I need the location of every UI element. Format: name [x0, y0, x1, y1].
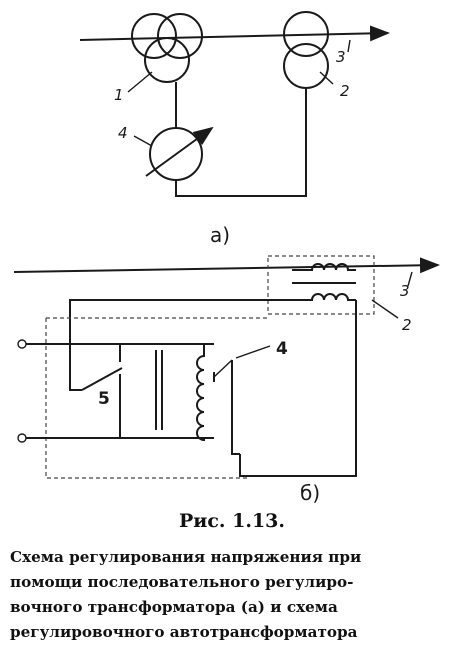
- main-line-b: [13, 257, 440, 274]
- label-3-a: 3: [336, 48, 346, 66]
- wire-a-2: [175, 88, 307, 197]
- transformer-1-symbol: [131, 13, 203, 83]
- figure-caption: Схема регулирования напряжения при помощ…: [10, 545, 456, 645]
- main-line-a: [79, 25, 390, 42]
- diagram-a: 1 2 3 4 а): [79, 11, 390, 247]
- label-5-b: 5: [98, 389, 110, 409]
- caption-a: а): [210, 223, 230, 247]
- caption-line: Схема регулирования напряжения при: [10, 548, 362, 566]
- label-3-b: 3: [400, 282, 410, 300]
- autotransformer-winding: [196, 344, 205, 442]
- transformer-2-enclosure: [267, 255, 375, 315]
- caption-line: помощи последовательного регулиро-: [10, 573, 354, 591]
- transformer-2-symbol: [283, 11, 329, 89]
- diagram-b: 4 5 2 3 б): [13, 255, 440, 505]
- tap-wire: [231, 360, 240, 455]
- regulator-4-symbol: [145, 126, 214, 181]
- switch-5-blade: [81, 367, 123, 391]
- label-1-a: 1: [114, 86, 124, 104]
- caption-line: регулировочного автотрансформатора: [10, 623, 358, 641]
- wire-b-right: [239, 300, 357, 477]
- label-2-b: 2: [402, 316, 412, 334]
- input-terminal-bottom: [17, 433, 27, 443]
- series-winding: [292, 263, 356, 271]
- caption-line: вочного трансформатора (а) и схема: [10, 598, 338, 616]
- figure-title: Рис. 1.13.: [178, 510, 286, 532]
- excitation-winding: [290, 293, 356, 301]
- autotransformer-enclosure-side: [45, 318, 250, 479]
- label-4-b: 4: [276, 339, 288, 359]
- caption-b: б): [300, 481, 320, 505]
- label-2-a: 2: [340, 82, 350, 100]
- input-terminal-top: [17, 339, 27, 349]
- label-4-a: 4: [118, 124, 128, 142]
